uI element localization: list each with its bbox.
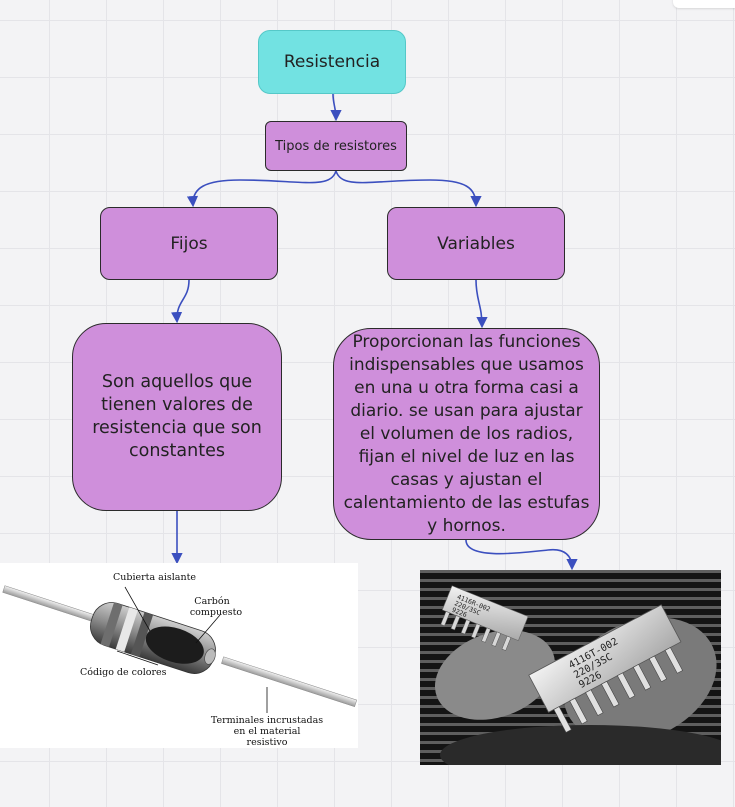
- grey-disc-left: [434, 630, 556, 720]
- color-band-3: [130, 612, 154, 657]
- node-variables-description-text: Proporcionan las funciones indispensable…: [343, 331, 590, 536]
- label-terminales-1: Terminales incrustadas: [211, 715, 323, 726]
- small-chip: 4116R-002 220/3SC 9226: [440, 585, 529, 651]
- node-resistencia[interactable]: Resistencia: [258, 30, 406, 94]
- label-codigo-de-colores: Código de colores: [80, 667, 167, 678]
- corner-toolbar-chip: [673, 0, 735, 8]
- resistor-drawing: Cubierta aislante Carbón compuesto Códig…: [2, 572, 358, 748]
- node-fijos[interactable]: Fijos: [100, 207, 278, 280]
- label-cubierta-aislante: Cubierta aislante: [113, 572, 196, 583]
- variable-resistor-chips-photo[interactable]: 4116R-002 220/3SC 9226 4116T-002 220/3SC…: [420, 570, 721, 765]
- connector-resistencia-tipos: [330, 93, 342, 122]
- connector-variables-desc: [475, 279, 488, 329]
- chips-drawing: 4116R-002 220/3SC 9226 4116T-002 220/3SC…: [420, 570, 721, 765]
- node-tipos-de-resistores[interactable]: Tipos de resistores: [265, 121, 407, 171]
- connector-vdesc-chips: [465, 539, 578, 571]
- node-resistencia-label: Resistencia: [283, 52, 381, 72]
- node-fijos-description[interactable]: Son aquellos que tienen valores de resis…: [72, 323, 282, 511]
- resistor-left-lead: [2, 585, 106, 626]
- resistor-right-lead: [221, 656, 358, 708]
- floor-shadow: [440, 725, 721, 765]
- label-compuesto: compuesto: [190, 607, 243, 618]
- node-variables-description[interactable]: Proporcionan las funciones indispensable…: [333, 328, 600, 540]
- carbon-core: [145, 626, 204, 664]
- node-fijos-label: Fijos: [170, 233, 208, 254]
- color-band-1: [100, 602, 123, 647]
- connector-tipos-fijos: [186, 170, 337, 208]
- node-variables[interactable]: Variables: [387, 207, 565, 280]
- connector-fijos-desc: [170, 279, 190, 324]
- label-terminales-2: en el material: [234, 726, 301, 737]
- node-variables-label: Variables: [437, 233, 515, 254]
- label-terminales-3: resistivo: [247, 737, 288, 748]
- large-chip: 4116T-002 220/3SC 9226: [528, 604, 683, 733]
- lead-embed: [204, 648, 216, 665]
- color-band-2: [115, 607, 138, 652]
- label-carbon: Carbón: [194, 596, 229, 607]
- connector-tipos-variables: [335, 170, 482, 208]
- resistor-illustration[interactable]: Cubierta aislante Carbón compuesto Códig…: [0, 563, 358, 748]
- node-tipos-label: Tipos de resistores: [275, 138, 397, 154]
- node-fijos-description-text: Son aquellos que tienen valores de resis…: [92, 372, 262, 461]
